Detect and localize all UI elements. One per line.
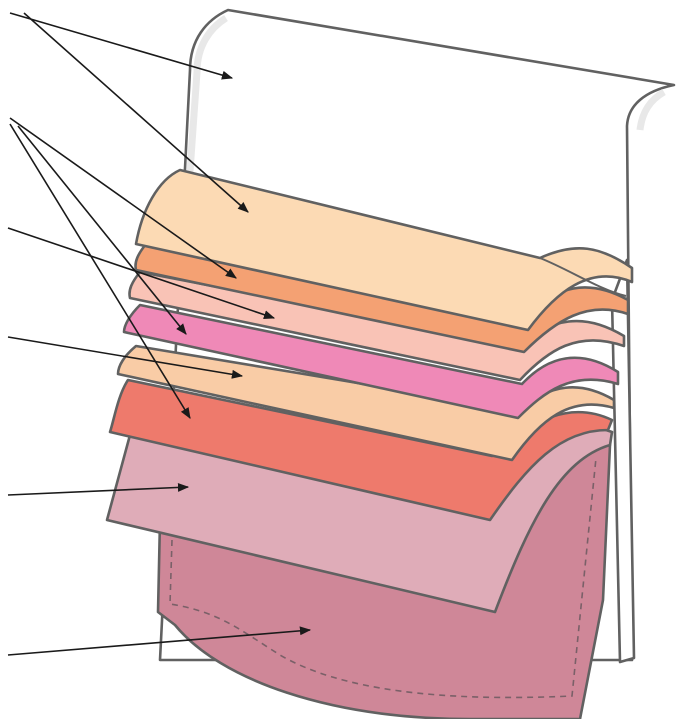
diagram-canvas bbox=[0, 0, 680, 719]
layered-sheets-diagram bbox=[0, 0, 680, 719]
